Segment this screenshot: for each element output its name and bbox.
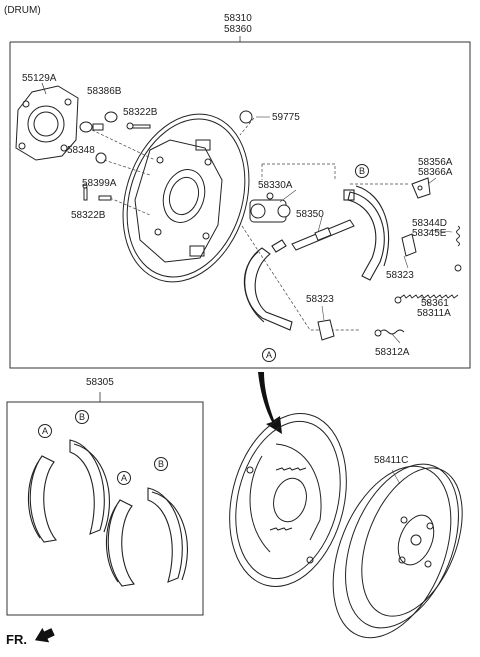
assembly-code-2: 58360 — [224, 24, 252, 35]
wheel-cylinder — [249, 192, 291, 223]
ref-b-kit-2: B — [154, 457, 168, 471]
assembly-code-1: 58310 — [224, 13, 252, 24]
ref-a-assembly: A — [262, 348, 276, 362]
part-label-58361: 58361 — [421, 298, 449, 309]
part-label-58330a: 58330A — [258, 180, 293, 191]
kit-frame — [6, 401, 204, 616]
assembly-leader — [99, 36, 241, 402]
part-label-58323-right: 58323 — [386, 270, 414, 281]
part-label-58399a: 58399A — [82, 178, 117, 189]
ref-b-assembly: B — [355, 164, 369, 178]
ref-a-kit-1: A — [38, 424, 52, 438]
leader-lines — [256, 116, 453, 344]
part-label-58366a: 58366A — [418, 167, 453, 178]
ref-b-kit-1: B — [75, 410, 89, 424]
assembly-arrow — [258, 372, 282, 434]
backing-plate — [122, 113, 250, 283]
brake-shoe-b — [343, 185, 390, 281]
gasket-plate — [15, 85, 79, 161]
drum-code-label: 58411C — [374, 455, 409, 466]
part-label-58348: 58348 — [67, 145, 95, 156]
ref-a-kit-2: A — [117, 471, 131, 485]
dashed-guides — [91, 117, 410, 331]
diagram-header: (DRUM) — [4, 5, 41, 16]
kit-shoes — [27, 439, 188, 587]
part-label-58344d: 58344D — [412, 218, 448, 229]
assembly-frame — [9, 41, 471, 369]
adjuster-strut — [291, 219, 355, 251]
front-marker: FR. — [6, 632, 27, 647]
assembled-brake — [229, 413, 347, 587]
part-label-58350: 58350 — [296, 209, 324, 220]
part-label-58322b-top: 58322B — [123, 107, 158, 118]
springs — [374, 225, 462, 337]
part-label-58312a: 58312A — [375, 347, 410, 358]
clips — [317, 177, 431, 341]
part-label-58345e: 58345E — [412, 228, 447, 239]
part-label-59775: 59775 — [272, 112, 300, 123]
part-label-58386b: 58386B — [87, 86, 122, 97]
part-label-58356a: 58356A — [418, 157, 453, 168]
part-label-55129a: 55129A — [22, 73, 57, 84]
front-arrow-icon — [34, 627, 55, 643]
part-label-58311a: 58311A — [417, 308, 451, 319]
part-label-58323-mid: 58323 — [306, 294, 334, 305]
small-hardware — [79, 110, 253, 201]
brake-drum — [332, 463, 463, 639]
part-label-58322b-bottom: 58322B — [71, 210, 106, 221]
kit-code-label: 58305 — [86, 377, 114, 388]
brake-shoe-a — [243, 239, 293, 331]
